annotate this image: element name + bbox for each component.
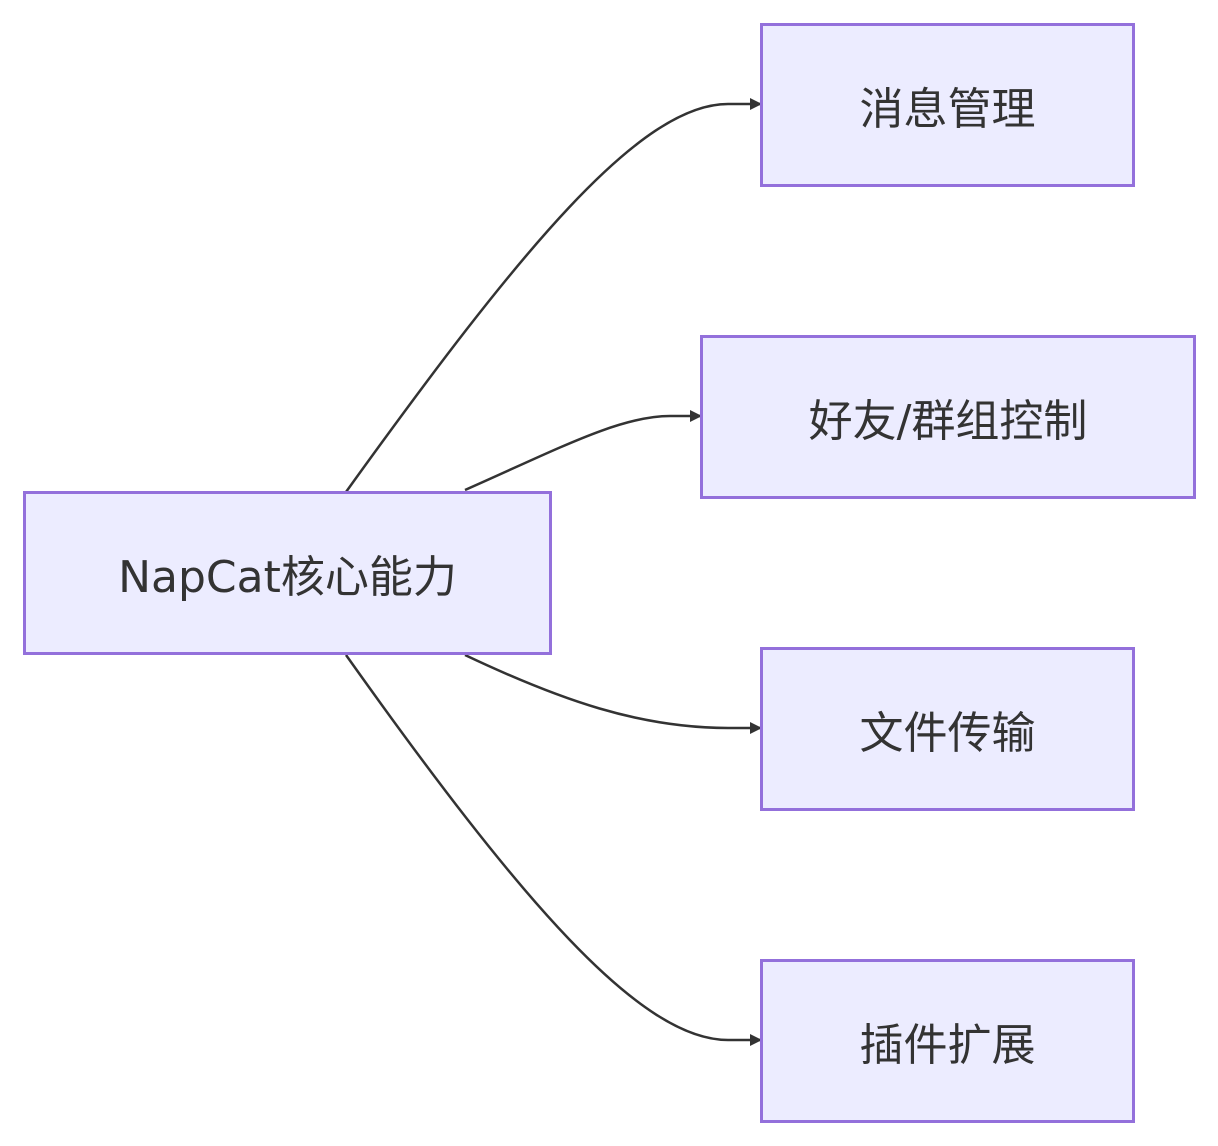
node-root-label: NapCat核心能力: [118, 552, 457, 603]
node-plugin-extension-label: 插件扩展: [859, 1020, 1036, 1071]
node-root: NapCat核心能力: [23, 491, 552, 655]
node-file-transfer-label: 文件传输: [859, 708, 1036, 759]
edge-root-to-file: [464, 653, 762, 734]
edge-root-to-plugin: [344, 654, 762, 1046]
node-message-management-label: 消息管理: [859, 84, 1036, 135]
node-message-management: 消息管理: [760, 23, 1135, 187]
node-plugin-extension: 插件扩展: [760, 959, 1135, 1123]
node-friend-group-control: 好友/群组控制: [700, 335, 1196, 499]
node-file-transfer: 文件传输: [760, 647, 1135, 811]
edge-root-to-friend: [464, 410, 702, 492]
node-friend-group-control-label: 好友/群组控制: [808, 396, 1088, 447]
edge-root-to-msg: [344, 98, 762, 493]
